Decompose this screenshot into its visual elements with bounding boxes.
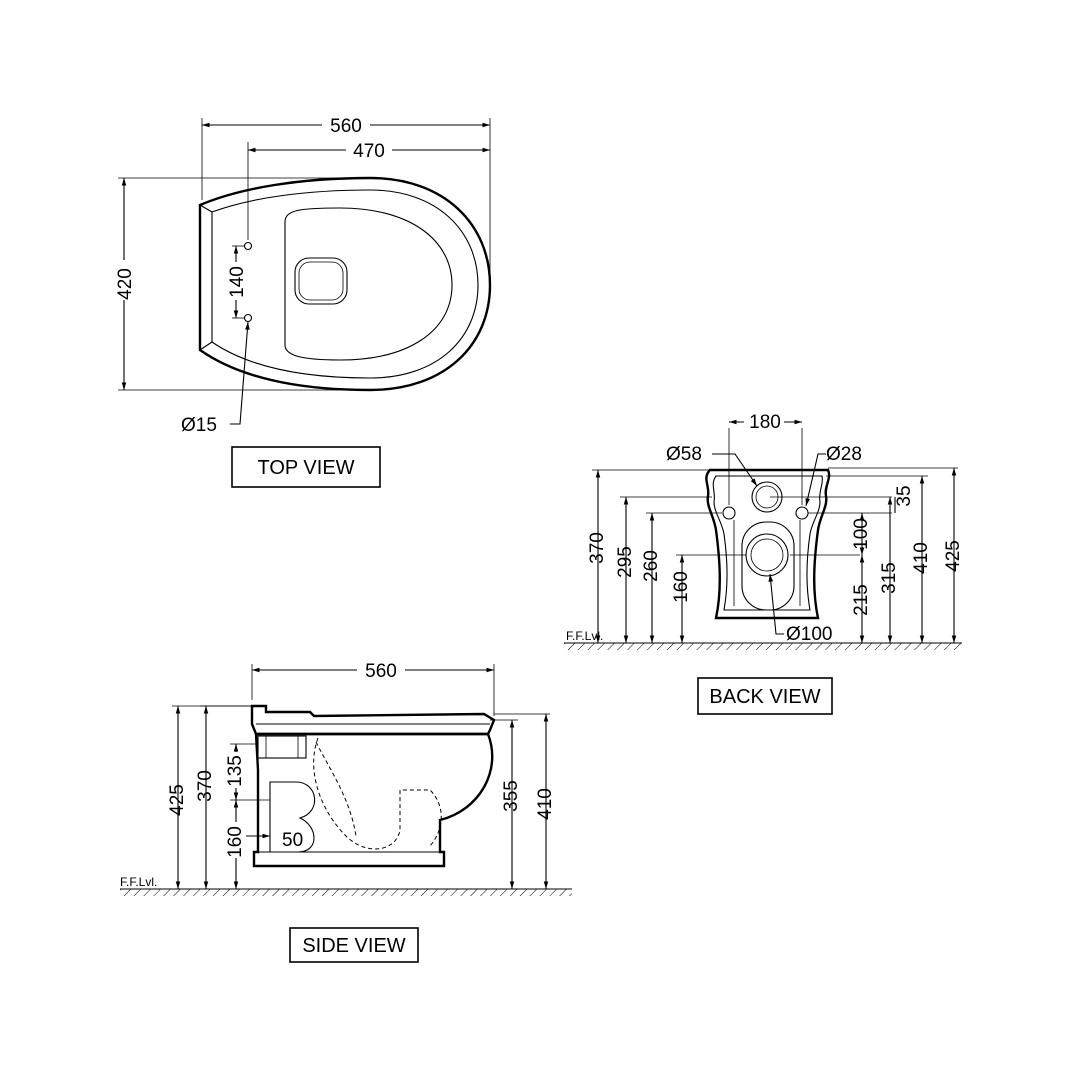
top-view: 560 470 420 140 Ø15 TOP VIEW: [112, 112, 492, 488]
back-dim-outlet-diameter: Ø100: [786, 624, 832, 645]
back-dim-315: 315: [879, 562, 900, 594]
side-dim-160: 160: [225, 826, 246, 858]
back-outlet: [745, 533, 789, 577]
back-dim-inlet-diameter: Ø58: [666, 444, 702, 465]
side-view: F.F.Lvl. 560 425 370: [120, 658, 572, 963]
side-dim-135: 135: [225, 755, 246, 787]
back-view-body-inner: [712, 475, 823, 611]
side-view-bowl: [252, 732, 494, 868]
back-dim-295: 295: [615, 546, 636, 578]
back-dim-425: 425: [943, 540, 964, 572]
top-view-title-box: [231, 446, 381, 488]
side-dim-425: 425: [167, 784, 188, 816]
side-dim-355: 355: [501, 780, 522, 812]
back-view-title: BACK VIEW: [709, 686, 820, 708]
back-dim-410: 410: [911, 542, 932, 574]
back-dim-180: 180: [749, 412, 781, 433]
side-view-title-box: [289, 927, 419, 963]
back-dim-215: 215: [851, 584, 872, 616]
side-dim-410: 410: [535, 788, 556, 820]
back-dim-260: 260: [641, 550, 662, 582]
side-view-trapway: [313, 737, 442, 850]
top-dim-140: 140: [227, 266, 248, 298]
side-view-title: SIDE VIEW: [302, 935, 405, 957]
top-dim-420: 420: [115, 268, 136, 300]
side-dim-50: 50: [282, 830, 303, 851]
top-view-title: TOP VIEW: [257, 457, 354, 479]
side-floor-label: F.F.Lvl.: [120, 875, 157, 889]
side-dim-370: 370: [195, 770, 216, 802]
back-dim-100: 100: [851, 518, 872, 550]
top-view-outlet: [294, 257, 348, 305]
back-dim-160: 160: [671, 571, 692, 603]
top-view-inner-bowl: [284, 207, 453, 361]
top-dim-560: 560: [330, 116, 362, 137]
back-view-body-outline: [705, 468, 831, 620]
side-view-rim: [250, 704, 496, 736]
back-dim-hole-diameter: Ø28: [826, 444, 862, 465]
back-hole-right: [795, 506, 809, 520]
top-view-bowl-outline: [198, 176, 492, 392]
back-floor-label: F.F.Lvl.: [566, 629, 603, 643]
back-view-title-box: [697, 677, 833, 715]
top-view-fixing-hole-upper: [243, 241, 253, 251]
top-view-rim-line: [211, 189, 479, 379]
side-dim-560: 560: [365, 661, 397, 682]
top-dim-470: 470: [353, 141, 385, 162]
top-dim-hole-diameter: Ø15: [181, 415, 217, 436]
back-hole-left: [722, 506, 736, 520]
top-view-fixing-hole-lower: [243, 313, 253, 323]
back-view: F.F.Lvl. 180 Ø58 Ø28 Ø100: [564, 410, 964, 715]
back-dim-35: 35: [894, 485, 915, 506]
back-dim-370: 370: [587, 532, 608, 564]
